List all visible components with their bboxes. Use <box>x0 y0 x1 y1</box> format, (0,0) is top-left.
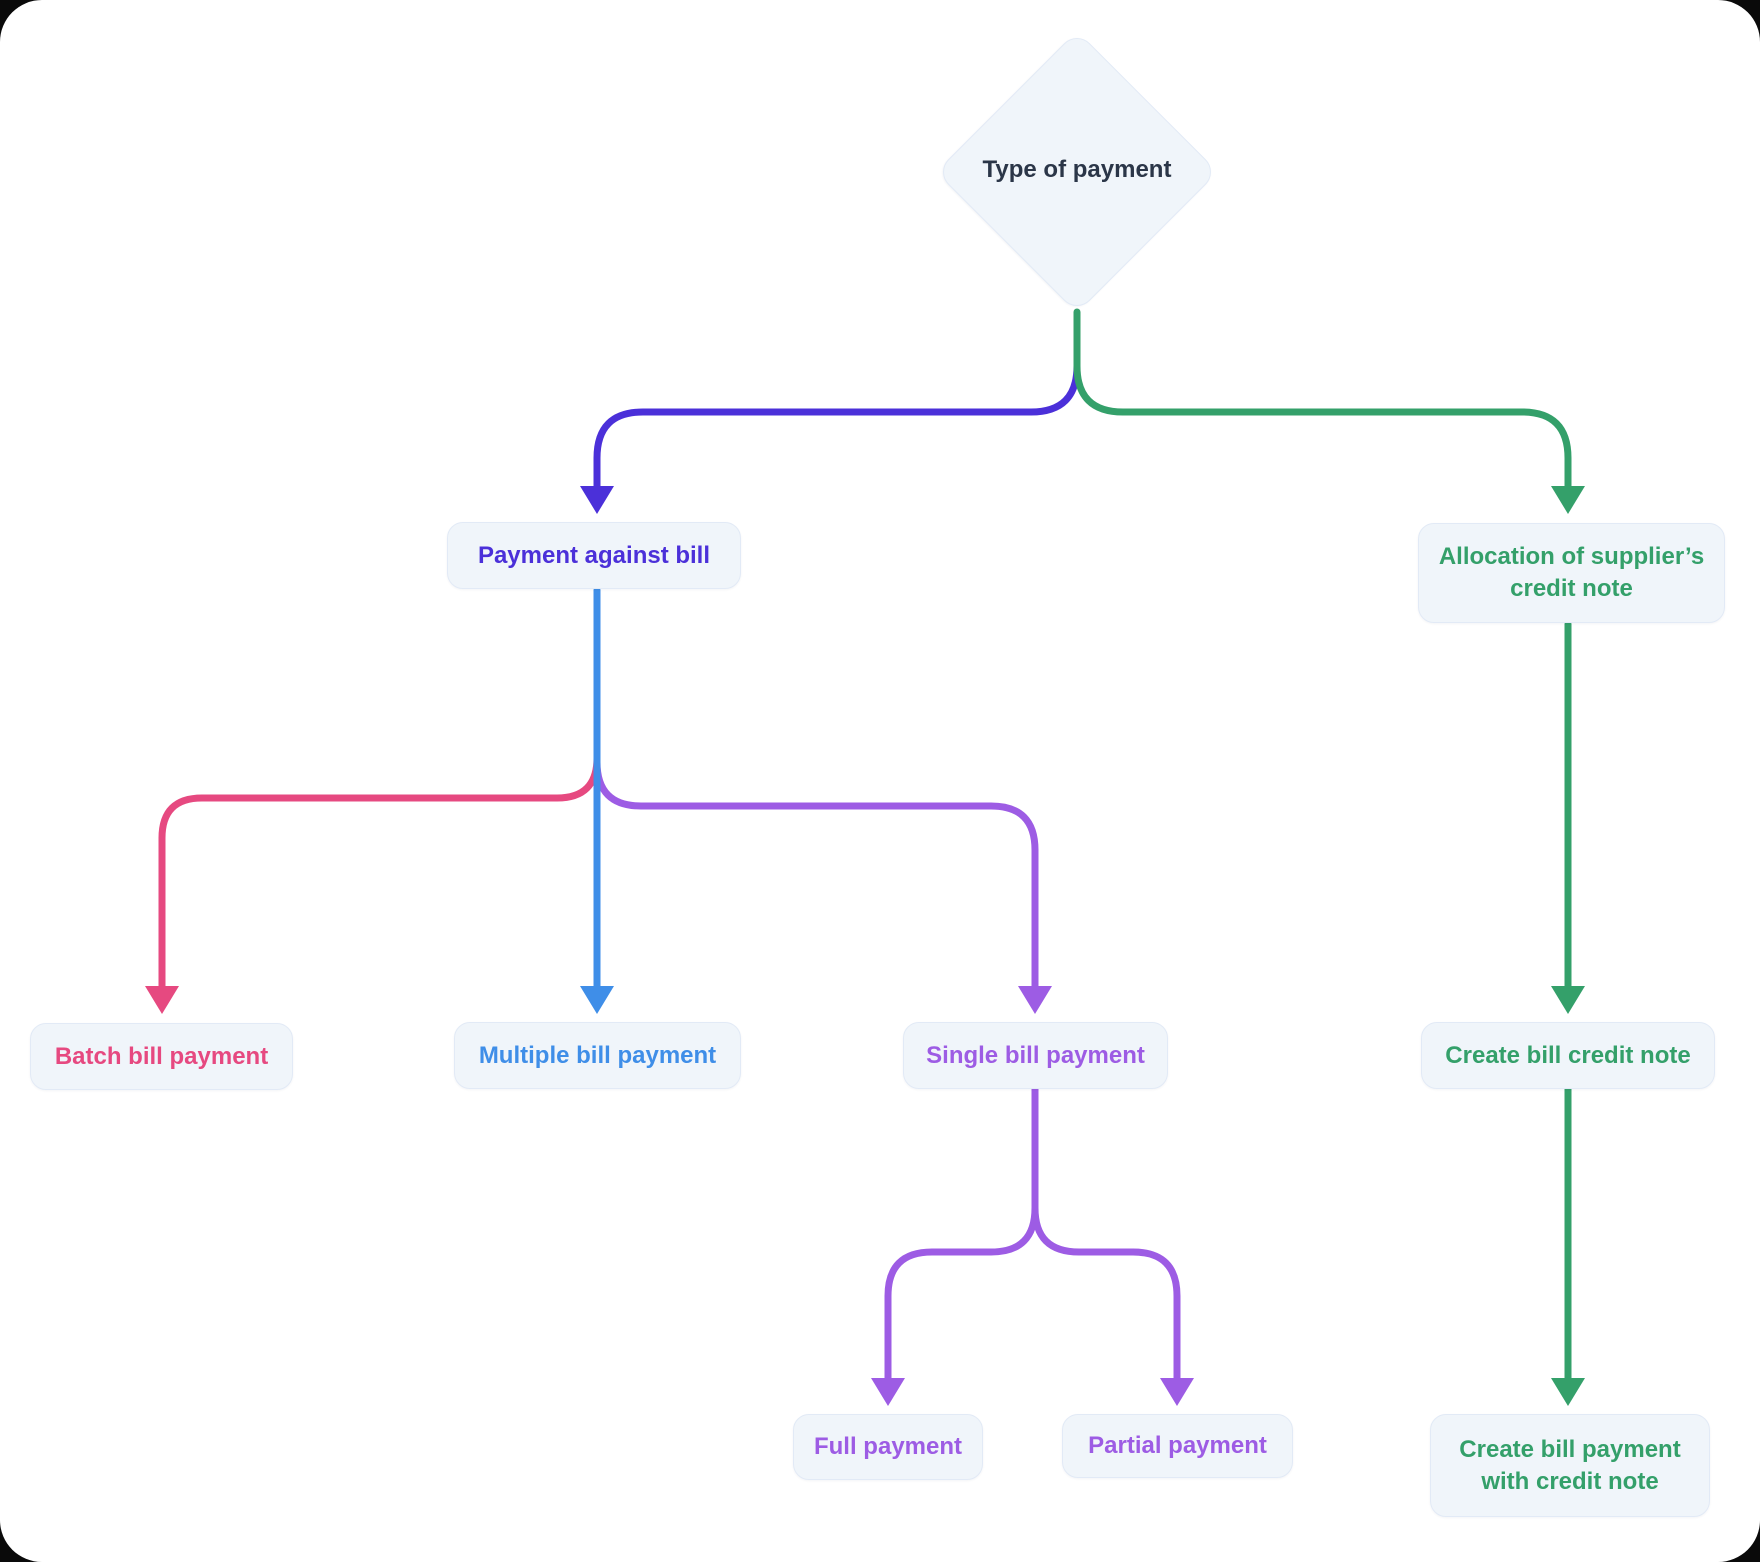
node-multiple-bill-payment: Multiple bill payment <box>454 1022 741 1089</box>
node-single-bill-payment: Single bill payment <box>903 1022 1168 1089</box>
node-payment-against-bill: Payment against bill <box>447 522 741 589</box>
node-create-bill-payment-with-credit-note: Create bill payment with credit note <box>1430 1414 1710 1517</box>
arrow-head-partial-payment <box>1160 1378 1194 1406</box>
connector-to-payment-against-bill <box>593 336 1081 492</box>
arrow-head-single <box>1018 986 1052 1014</box>
connector-to-single-bill-payment <box>593 732 1039 992</box>
decision-diamond-label: Type of payment <box>982 156 1172 183</box>
arrow-head-create-bill-credit-note <box>1551 986 1585 1014</box>
arrow-head-payment-against-bill <box>580 486 614 514</box>
node-full-payment: Full payment <box>793 1414 983 1480</box>
arrow-head-full-payment <box>871 1378 905 1406</box>
node-partial-payment: Partial payment <box>1062 1414 1293 1478</box>
connector-to-batch-bill-payment <box>158 728 601 992</box>
arrow-head-create-bill-payment <box>1551 1378 1585 1406</box>
connector-to-full-payment <box>884 1085 1039 1384</box>
arrow-head-allocation <box>1551 486 1585 514</box>
node-create-bill-credit-note: Create bill credit note <box>1421 1022 1715 1089</box>
arrow-head-batch <box>145 986 179 1014</box>
arrow-head-multiple <box>580 986 614 1014</box>
connector-to-allocation <box>1073 308 1572 492</box>
node-allocation-of-suppliers-credit-note: Allocation of supplier’s credit note <box>1418 523 1725 623</box>
connector-to-partial-payment <box>1031 1085 1181 1384</box>
node-batch-bill-payment: Batch bill payment <box>30 1023 293 1090</box>
